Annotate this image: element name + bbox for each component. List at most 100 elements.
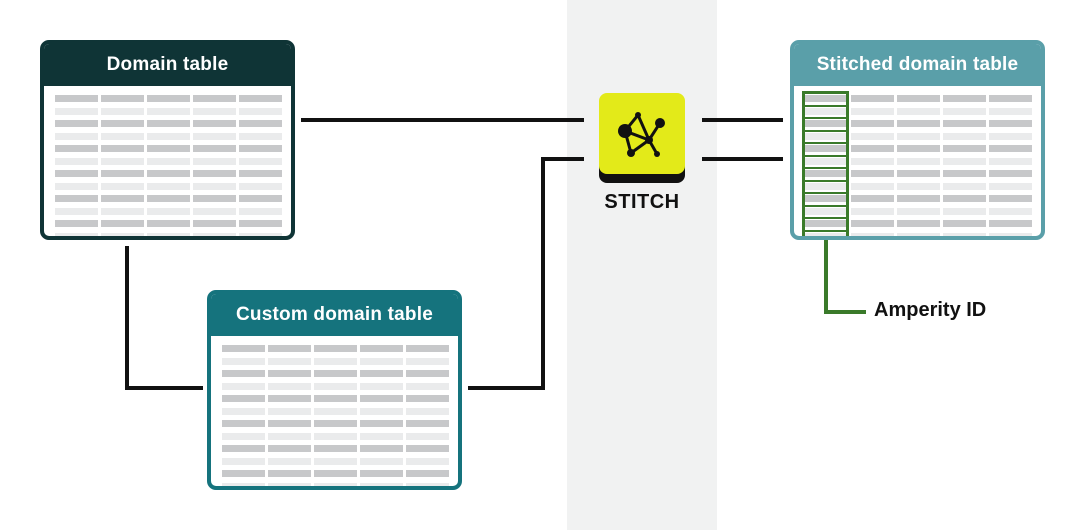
table-cell (851, 145, 894, 152)
table-cell (314, 420, 357, 427)
table-cell (897, 220, 940, 227)
table-cell (55, 207, 98, 215)
table-cell (989, 157, 1032, 165)
amperity-id-row-separator (805, 179, 846, 182)
table-cell (147, 232, 190, 236)
table-cell (943, 170, 986, 177)
table-cell (101, 220, 144, 227)
table-cell (101, 170, 144, 177)
table-cell (268, 420, 311, 427)
table-cell (897, 195, 940, 202)
table-cell (851, 132, 894, 140)
table-cell (897, 95, 940, 102)
table-cell (897, 170, 940, 177)
table-cell (55, 95, 98, 102)
table-cell (193, 107, 236, 115)
network-graph-icon (599, 93, 685, 183)
table-cell (55, 120, 98, 127)
table-cell (805, 157, 848, 165)
table-cell (360, 370, 403, 377)
table-cell (360, 445, 403, 452)
table-cell (406, 345, 449, 352)
table-cell (147, 95, 190, 102)
table-cell (147, 107, 190, 115)
table-cell (314, 445, 357, 452)
table-cell (193, 132, 236, 140)
table-cell (55, 145, 98, 152)
table-cell (805, 170, 848, 177)
table-cell (239, 170, 282, 177)
stitched-domain-table: Stitched domain table (790, 40, 1045, 240)
table-cell (147, 207, 190, 215)
connector-domain-to-custom (125, 246, 203, 390)
table-cell (314, 432, 357, 440)
table-cell (193, 195, 236, 202)
table-cell (147, 132, 190, 140)
table-cell (360, 470, 403, 477)
table-cell (222, 457, 265, 465)
table-cell (851, 182, 894, 190)
table-cell (101, 107, 144, 115)
amperity-id-row-separator (805, 129, 846, 132)
table-cell (406, 482, 449, 486)
table-cell (147, 170, 190, 177)
table-cell (314, 470, 357, 477)
table-cell (805, 182, 848, 190)
table-cell (805, 132, 848, 140)
table-cell (943, 95, 986, 102)
table-cell (897, 232, 940, 236)
table-cell (943, 157, 986, 165)
table-cell (268, 345, 311, 352)
table-cell (943, 182, 986, 190)
table-cell (360, 382, 403, 390)
table-cell (222, 482, 265, 486)
table-cell (239, 145, 282, 152)
table-cell (239, 195, 282, 202)
amperity-id-leader-line (824, 232, 866, 314)
amperity-id-row-separator (805, 167, 846, 169)
table-cell (147, 157, 190, 165)
table-cell (897, 132, 940, 140)
table-cell (268, 357, 311, 365)
table-cell (239, 157, 282, 165)
table-cell (268, 457, 311, 465)
table-cell (193, 145, 236, 152)
table-cell (943, 120, 986, 127)
table-cell (406, 382, 449, 390)
table-cell (989, 232, 1032, 236)
table-cell (239, 207, 282, 215)
table-cell (989, 220, 1032, 227)
table-cell (851, 232, 894, 236)
table-cell (897, 182, 940, 190)
table-cell (360, 395, 403, 402)
table-cell (193, 95, 236, 102)
table-cell (805, 145, 848, 152)
table-cell (805, 207, 848, 215)
table-cell (360, 420, 403, 427)
table-cell (314, 395, 357, 402)
table-cell (989, 120, 1032, 127)
table-cell (851, 220, 894, 227)
table-cell (406, 470, 449, 477)
amperity-id-row-separator (805, 192, 846, 194)
table-cell (147, 195, 190, 202)
table-cell (101, 232, 144, 236)
amperity-id-column-highlight (802, 91, 849, 236)
table-cell (943, 145, 986, 152)
table-cell (851, 207, 894, 215)
table-cell (101, 207, 144, 215)
table-cell (239, 95, 282, 102)
table-cell (268, 432, 311, 440)
table-cell (268, 370, 311, 377)
table-cell (55, 220, 98, 227)
table-cell (193, 207, 236, 215)
table-cell (851, 107, 894, 115)
table-cell (360, 432, 403, 440)
table-cell (943, 132, 986, 140)
table-cell (851, 157, 894, 165)
table-cell (989, 132, 1032, 140)
table-cell (222, 432, 265, 440)
table-cell (239, 220, 282, 227)
table-cell (406, 357, 449, 365)
table-cell (147, 120, 190, 127)
